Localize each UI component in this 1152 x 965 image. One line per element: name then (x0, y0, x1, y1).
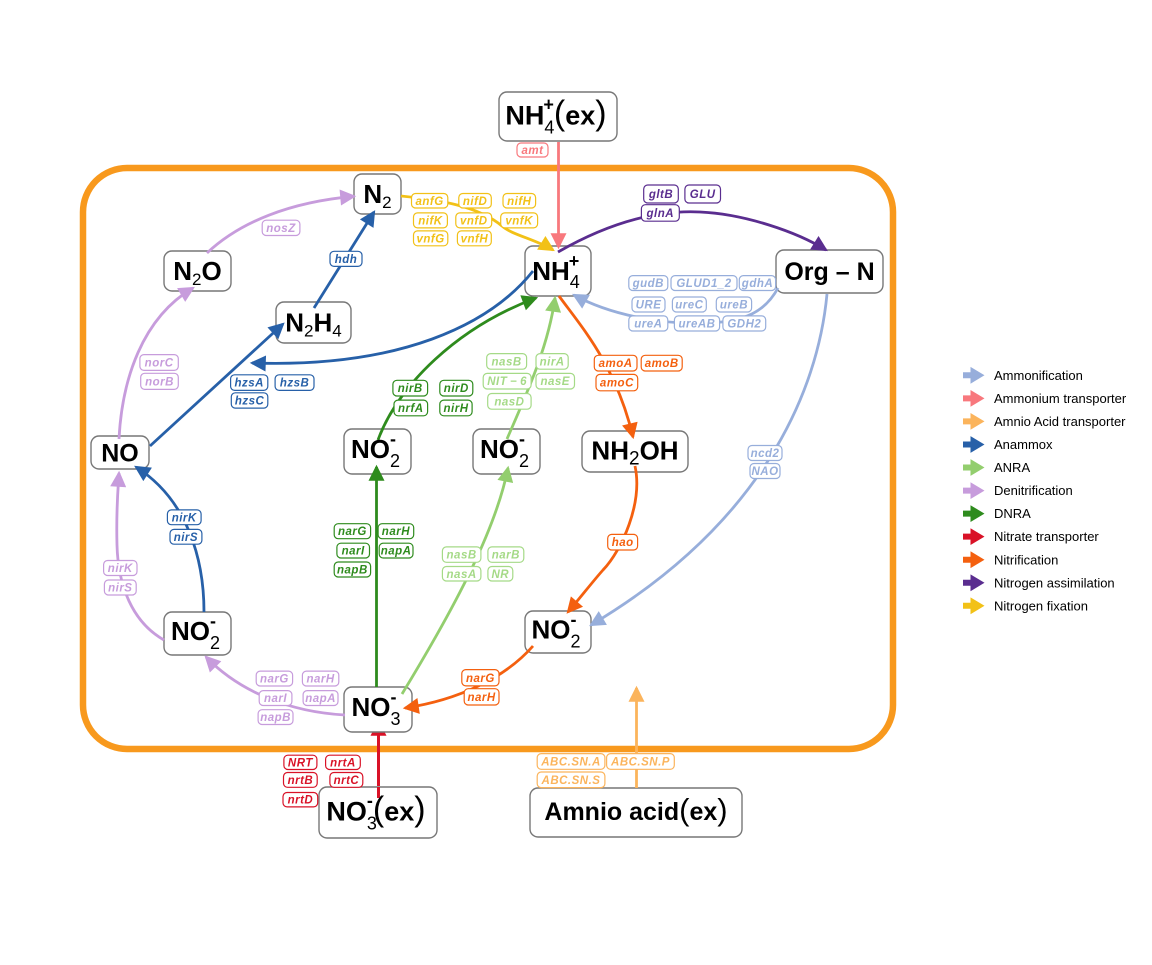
svg-text:nrtB: nrtB (288, 775, 314, 787)
svg-text:nirH: nirH (444, 403, 469, 415)
svg-text:Amnio acid(ex): Amnio acid(ex) (544, 792, 727, 827)
svg-text:ureC: ureC (675, 300, 703, 312)
svg-text:nirB: nirB (398, 383, 423, 395)
svg-text:nasA: nasA (447, 569, 477, 581)
svg-text:nifK: nifK (418, 215, 443, 227)
svg-text:Nitrogen fixation: Nitrogen fixation (994, 598, 1088, 613)
svg-text:Amnio Acid transporter: Amnio Acid transporter (994, 414, 1126, 429)
svg-text:napB: napB (337, 565, 368, 577)
svg-text:nasE: nasE (540, 376, 570, 388)
svg-text:ureA: ureA (634, 318, 662, 330)
svg-text:GLUD1_2: GLUD1_2 (676, 278, 731, 290)
svg-text:napA: napA (381, 546, 412, 558)
svg-text:narH: narH (306, 674, 334, 686)
svg-text:norB: norB (145, 376, 174, 388)
svg-text:nirK: nirK (172, 512, 197, 524)
svg-text:nrtD: nrtD (288, 795, 314, 807)
svg-text:gudB: gudB (632, 278, 664, 290)
svg-text:Org – N: Org – N (784, 258, 874, 286)
svg-text:vnfK: vnfK (505, 215, 533, 227)
svg-text:nirK: nirK (108, 563, 133, 575)
svg-text:NIT − 6: NIT − 6 (487, 376, 527, 388)
svg-text:ABC.SN.A: ABC.SN.A (540, 757, 601, 769)
svg-text:nasB: nasB (447, 550, 477, 562)
svg-text:narG: narG (338, 526, 367, 538)
svg-text:N2O: N2O (173, 256, 221, 289)
svg-text:Nitrate transporter: Nitrate transporter (994, 529, 1099, 544)
svg-text:narI: narI (264, 693, 287, 705)
svg-text:GDH2: GDH2 (727, 318, 761, 330)
svg-text:gdhA: gdhA (741, 278, 773, 290)
svg-text:narH: narH (467, 692, 495, 704)
svg-text:Anammox: Anammox (994, 437, 1053, 452)
svg-text:ANRA: ANRA (994, 460, 1030, 475)
svg-text:narI: narI (342, 546, 365, 558)
svg-text:hzsC: hzsC (235, 396, 265, 408)
svg-text:gltB: gltB (648, 189, 673, 201)
svg-text:DNRA: DNRA (994, 506, 1031, 521)
svg-text:NRT: NRT (288, 757, 313, 769)
svg-text:GLU: GLU (690, 189, 716, 201)
svg-text:ABC.SN.S: ABC.SN.S (541, 775, 601, 787)
svg-text:amoB: amoB (645, 358, 679, 370)
svg-text:ureB: ureB (720, 300, 748, 312)
svg-text:napB: napB (260, 712, 291, 724)
svg-text:nasB: nasB (492, 356, 522, 368)
svg-text:vnfG: vnfG (416, 233, 444, 245)
svg-text:NR: NR (491, 569, 509, 581)
svg-text:narG: narG (260, 674, 289, 686)
svg-text:URE: URE (636, 300, 662, 312)
svg-text:NH4+(ex): NH4+(ex) (505, 95, 606, 138)
svg-text:ncd2: ncd2 (751, 448, 780, 460)
svg-text:hao: hao (612, 537, 634, 549)
svg-text:hzsB: hzsB (280, 378, 309, 390)
svg-text:Nitrification: Nitrification (994, 552, 1058, 567)
svg-text:nifH: nifH (507, 196, 532, 208)
svg-text:hzsA: hzsA (234, 378, 263, 390)
svg-text:nasD: nasD (494, 396, 524, 408)
svg-text:nirS: nirS (108, 583, 132, 595)
svg-text:NO3-(ex): NO3-(ex) (326, 791, 425, 834)
svg-text:Denitrification: Denitrification (994, 483, 1073, 498)
svg-text:glnA: glnA (646, 208, 675, 220)
svg-text:nosZ: nosZ (266, 223, 296, 235)
svg-text:nrtC: nrtC (334, 775, 360, 787)
svg-text:narB: narB (492, 550, 520, 562)
svg-text:nirA: nirA (540, 356, 565, 368)
svg-text:hdh: hdh (335, 254, 358, 266)
svg-text:ureAB: ureAB (678, 318, 715, 330)
svg-text:amt: amt (522, 145, 545, 157)
svg-text:Ammonium transporter: Ammonium transporter (994, 391, 1127, 406)
svg-text:nifD: nifD (463, 196, 487, 208)
svg-text:amoA: amoA (599, 358, 633, 370)
svg-text:nrfA: nrfA (398, 403, 424, 415)
svg-text:vnfD: vnfD (460, 215, 488, 227)
svg-text:NH4+: NH4+ (532, 251, 580, 292)
svg-text:anfG: anfG (415, 196, 443, 208)
svg-text:napA: napA (305, 693, 336, 705)
svg-text:narH: narH (382, 526, 410, 538)
svg-text:amoC: amoC (600, 378, 634, 390)
svg-text:narG: narG (466, 673, 495, 685)
svg-text:vnfH: vnfH (461, 233, 489, 245)
svg-text:Ammonification: Ammonification (994, 368, 1083, 383)
svg-text:nrtA: nrtA (330, 757, 356, 769)
svg-text:ABC.SN.P: ABC.SN.P (610, 757, 670, 769)
svg-text:Nitrogen assimilation: Nitrogen assimilation (994, 575, 1115, 590)
svg-text:NAO: NAO (751, 466, 778, 478)
svg-text:nirD: nirD (444, 383, 469, 395)
svg-text:NH2OH: NH2OH (591, 436, 678, 470)
svg-text:NO: NO (101, 440, 139, 468)
svg-text:norC: norC (145, 358, 174, 370)
svg-text:nirS: nirS (174, 532, 198, 544)
